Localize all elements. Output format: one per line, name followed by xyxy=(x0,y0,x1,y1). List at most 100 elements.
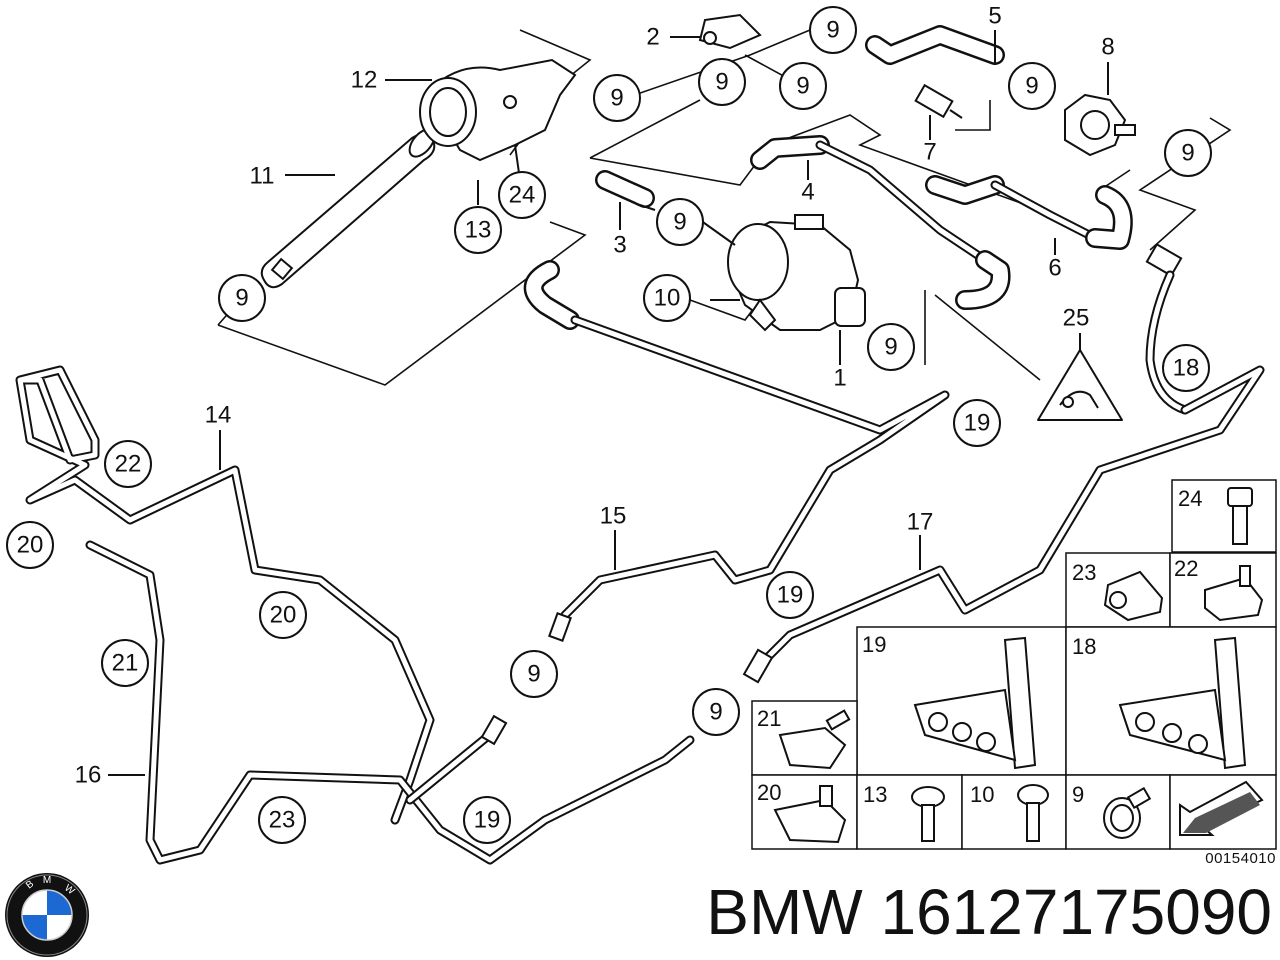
fuel-lines-lower xyxy=(15,315,1265,865)
svg-text:9: 9 xyxy=(796,73,809,100)
svg-text:13: 13 xyxy=(863,782,887,807)
callout-19: 19 xyxy=(463,796,511,844)
label-2: 2 xyxy=(646,24,659,51)
filter-clamp-bracket xyxy=(419,58,577,162)
svg-text:10: 10 xyxy=(970,782,994,807)
inset-panel-13: 13 xyxy=(856,774,963,850)
label-1: 1 xyxy=(833,365,846,392)
inset-panel-9: 9 xyxy=(1065,774,1171,850)
svg-text:19: 19 xyxy=(474,807,501,834)
part-title: BMW 16127175090 xyxy=(706,876,1272,948)
svg-text:19: 19 xyxy=(862,632,886,657)
bmw-logo: B M W xyxy=(5,873,89,957)
inset-panels: 24 23 22 19 xyxy=(751,479,1277,850)
clip-holder-icon xyxy=(913,636,1037,770)
svg-text:9: 9 xyxy=(1025,73,1038,100)
svg-text:13: 13 xyxy=(465,217,492,244)
svg-text:18: 18 xyxy=(1072,634,1096,659)
clip-holder-icon xyxy=(1118,636,1247,770)
callout-9: 9 xyxy=(1008,62,1056,110)
label-11: 11 xyxy=(250,163,275,190)
callout-20: 20 xyxy=(259,591,307,639)
inset-panel-19: 19 xyxy=(856,626,1067,776)
label-16: 16 xyxy=(75,762,102,789)
hose-clamp-icon xyxy=(1103,786,1152,839)
callouts: 9 9 9 9 9 9 9 9 9 9 9 10 13 24 18 19 19 … xyxy=(6,6,1212,844)
fuel-filter-canister xyxy=(260,128,436,289)
inset-panel-23: 23 xyxy=(1065,552,1171,628)
svg-text:21: 21 xyxy=(112,650,139,677)
callout-9: 9 xyxy=(809,6,857,54)
bolt-icon xyxy=(911,786,945,842)
svg-text:9: 9 xyxy=(1181,140,1194,167)
callout-19: 19 xyxy=(953,399,1001,447)
callout-9: 9 xyxy=(1164,129,1212,177)
svg-text:9: 9 xyxy=(715,69,728,96)
inset-panel-20: 20 xyxy=(751,774,858,850)
svg-text:24: 24 xyxy=(1178,486,1202,511)
svg-text:22: 22 xyxy=(115,451,142,478)
svg-text:9: 9 xyxy=(235,285,248,312)
direction-arrow-icon xyxy=(1179,780,1264,836)
svg-text:19: 19 xyxy=(964,410,991,437)
callout-9: 9 xyxy=(867,323,915,371)
reference-code: 00154010 xyxy=(1205,850,1276,867)
connector-part-2 xyxy=(698,13,762,50)
svg-text:9: 9 xyxy=(610,85,623,112)
callout-24: 24 xyxy=(498,171,546,219)
svg-text:9: 9 xyxy=(884,334,897,361)
callout-9: 9 xyxy=(218,274,266,322)
svg-text:22: 22 xyxy=(1174,556,1198,581)
grouping-lines xyxy=(217,29,1232,386)
warning-triangle-icon xyxy=(1037,349,1123,421)
svg-text:19: 19 xyxy=(777,582,804,609)
label-25: 25 xyxy=(1063,305,1090,332)
callout-22: 22 xyxy=(104,440,152,488)
pump-assembly xyxy=(727,214,866,332)
inset-panel-10: 10 xyxy=(961,774,1067,850)
callout-9: 9 xyxy=(779,62,827,110)
part-labels: 1 2 3 4 5 6 7 8 11 12 14 15 16 17 25 xyxy=(75,3,1115,789)
hoses-upper xyxy=(523,25,1133,330)
svg-text:9: 9 xyxy=(826,17,839,44)
label-12: 12 xyxy=(351,67,378,94)
label-6: 6 xyxy=(1048,255,1061,282)
label-3: 3 xyxy=(613,232,626,259)
callout-9: 9 xyxy=(656,198,704,246)
svg-text:9: 9 xyxy=(527,661,540,688)
svg-text:23: 23 xyxy=(1072,560,1096,585)
svg-text:20: 20 xyxy=(17,532,44,559)
inset-panel-24: 24 xyxy=(1171,479,1277,553)
inset-panel-21: 21 xyxy=(751,700,858,776)
bolt-icon xyxy=(1227,487,1253,545)
svg-text:9: 9 xyxy=(673,209,686,236)
callout-9: 9 xyxy=(698,58,746,106)
svg-text:9: 9 xyxy=(1072,782,1084,807)
svg-text:23: 23 xyxy=(269,807,296,834)
svg-text:9: 9 xyxy=(709,699,722,726)
callout-9: 9 xyxy=(692,688,740,736)
line-18 xyxy=(1145,242,1190,415)
label-14: 14 xyxy=(205,402,232,429)
svg-text:20: 20 xyxy=(270,602,297,629)
callout-19: 19 xyxy=(766,571,814,619)
callout-9: 9 xyxy=(593,74,641,122)
connector-part-7 xyxy=(914,83,963,119)
leader-lines xyxy=(108,30,1109,776)
bolt-icon xyxy=(1017,784,1049,842)
valve-part-8 xyxy=(1064,93,1136,157)
svg-text:20: 20 xyxy=(757,780,781,805)
label-17: 17 xyxy=(907,509,934,536)
callout-23: 23 xyxy=(258,796,306,844)
svg-text:18: 18 xyxy=(1173,355,1200,382)
label-4: 4 xyxy=(801,179,814,206)
svg-text:24: 24 xyxy=(509,182,536,209)
svg-text:21: 21 xyxy=(757,706,781,731)
callout-20: 20 xyxy=(6,521,54,569)
callout-21: 21 xyxy=(101,639,149,687)
clip-icon xyxy=(1204,565,1264,622)
callout-9: 9 xyxy=(510,650,558,698)
clip-icon xyxy=(778,709,851,770)
svg-text:M: M xyxy=(43,875,51,886)
